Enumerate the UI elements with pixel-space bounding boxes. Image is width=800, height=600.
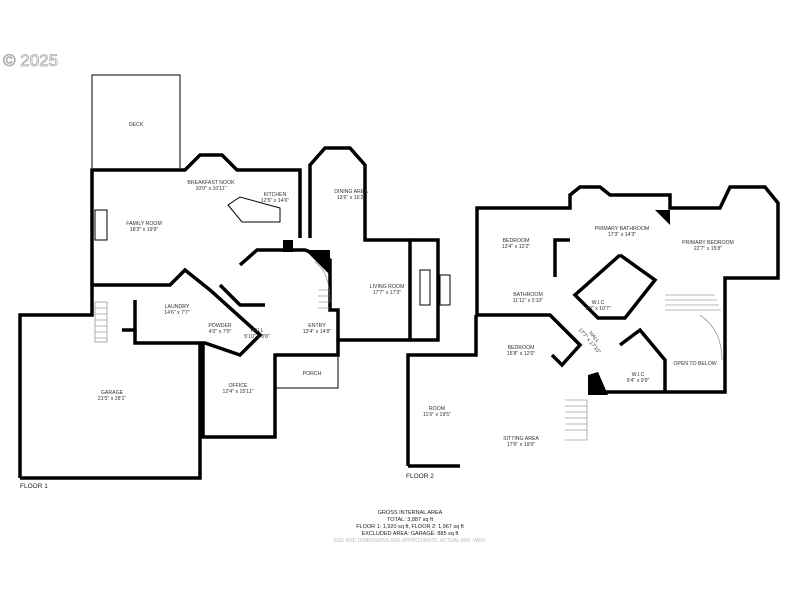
room-dims: 15'8" x 12'0" (507, 351, 536, 357)
floor2-label: FLOOR 2 (406, 473, 434, 480)
room-dims: 17'3" x 14'3" (608, 232, 637, 238)
room-label: OPEN TO BELOW (673, 361, 716, 367)
area-summary: GROSS INTERNAL AREA TOTAL: 3,887 sq ft F… (333, 510, 486, 544)
floor2-stairs (565, 294, 723, 441)
deck-outline (91, 74, 181, 168)
room-label: PORCH (303, 371, 322, 377)
room-dims: 10'0" x 10'11" (196, 186, 227, 192)
room-label: BATHROOM (513, 292, 543, 298)
room-dims: 18'3" x 19'9" (130, 227, 159, 233)
room-dims: 17'6" x 19'0" (507, 442, 536, 448)
floor1-labels: DECK BREAKFAST NOOK 10'0" x 10'11" KITCH… (20, 122, 404, 490)
room-label: BEDROOM (508, 345, 535, 351)
summary-excluded: EXCLUDED AREA: GARAGE: 885 sq ft (362, 531, 459, 537)
room-label: ROOM (429, 406, 445, 412)
copyright-watermark: © 2025 (3, 51, 58, 70)
summary-title: GROSS INTERNAL AREA (378, 510, 443, 516)
room-dims: 4'0" x 7'0" (209, 329, 232, 335)
room-dims: 13'4" x 12'2" (502, 244, 531, 250)
room-dims: 17'7" x 17'3" (373, 290, 402, 296)
room-label: FAMILY ROOM (126, 221, 162, 227)
room-label: LIVING ROOM (370, 284, 405, 290)
porch-outline (274, 355, 339, 389)
room-dims: 11'11" x 5'10" (513, 298, 544, 304)
floor1-label: FLOOR 1 (20, 483, 48, 490)
room-label: BEDROOM (503, 238, 530, 244)
room-label: LAUNDRY (165, 304, 190, 310)
summary-disclaimer: SIZE AND DIMENSIONS ARE APPROXIMATE, ACT… (333, 538, 486, 544)
room-label: GARAGE (101, 390, 124, 396)
room-label: KITCHEN (264, 192, 287, 198)
room-dims: 13'6" x 16'2" (337, 195, 366, 201)
room-label: PRIMARY BATHROOM (595, 226, 649, 232)
room-dims: 11'6" x 19'5" (423, 412, 451, 418)
room-label: OFFICE (228, 383, 248, 389)
room-label: DINING AREA (334, 189, 368, 195)
room-dims: 21'5" x 28'1" (98, 396, 127, 402)
room-dims: 5'10" x 8'8" (244, 334, 270, 340)
room-label: ENTRY (308, 323, 326, 329)
room-label: POWDER (208, 323, 232, 329)
room-label: W.I.C (592, 300, 605, 306)
room-label: PRIMARY BEDROOM (682, 240, 734, 246)
floor2-walls (406, 185, 780, 468)
floor1-stairs (94, 261, 331, 343)
floor2-labels: BEDROOM 13'4" x 12'2" PRIMARY BATHROOM 1… (406, 226, 734, 480)
floor1-walls (18, 74, 451, 480)
room-dims: 22'7" x 15'8" (694, 246, 723, 252)
room-label: BREAKFAST NOOK (187, 180, 235, 186)
summary-floors: FLOOR 1: 1,920 sq ft, FLOOR 2: 1,967 sq … (356, 524, 464, 530)
room-dims: 9'4" x 9'9" (627, 378, 650, 384)
room-dims: 12'4" x 15'11" (223, 389, 254, 395)
room-label: HALL (251, 328, 264, 334)
room-dims: 9'9" x 10'7" (585, 306, 611, 312)
room-label: DECK (129, 122, 144, 128)
room-label: SITTING AREA (503, 436, 539, 442)
room-dims: 13'4" x 14'8" (303, 329, 332, 335)
room-dims: 12'5" x 14'6" (261, 198, 290, 204)
room-label: W.I.C (632, 372, 645, 378)
room-dims: 14'6" x 7'7" (164, 310, 190, 316)
summary-total: TOTAL: 3,887 sq ft (387, 517, 433, 523)
